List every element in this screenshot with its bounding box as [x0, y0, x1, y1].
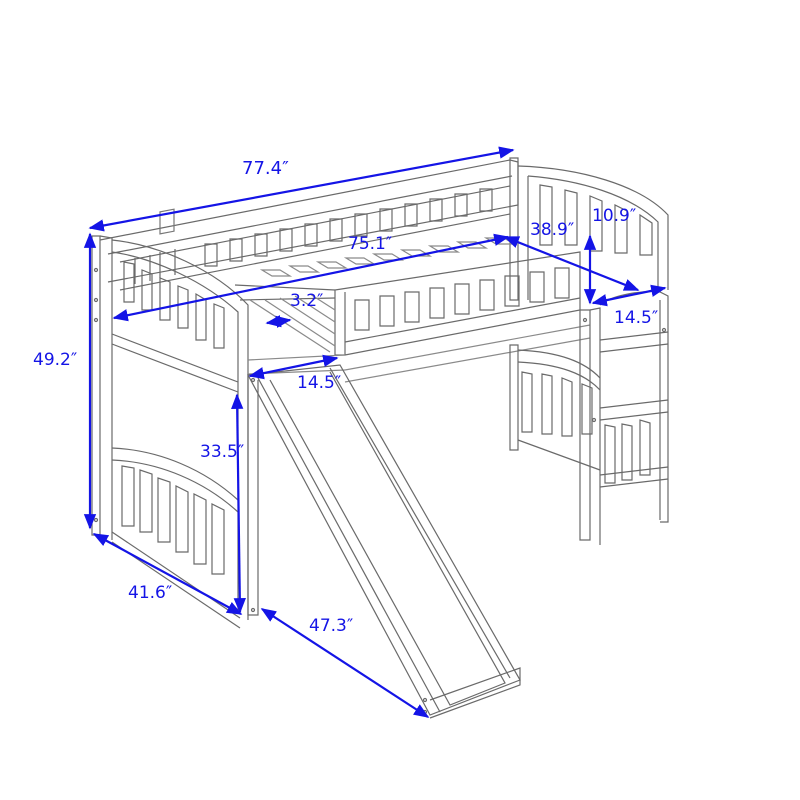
dim-line-ladder-width	[591, 284, 667, 307]
dimension-lines	[83, 146, 667, 718]
dim-line-overall-width	[92, 533, 243, 615]
right-lower-structure	[509, 344, 601, 471]
dim-line-inner-width	[503, 235, 640, 292]
label-guardrail-height: 10.9″	[592, 206, 637, 226]
ladder	[579, 291, 669, 545]
label-inner-length: 75.1″	[348, 234, 393, 254]
dim-line-overall-length	[88, 146, 515, 232]
dim-line-slat-gap	[265, 315, 292, 328]
label-overall-height: 49.2″	[33, 350, 78, 370]
dim-line-slide-opening	[248, 354, 339, 380]
label-overall-length: 77.4″	[242, 158, 289, 179]
dim-line-inner-length	[112, 233, 510, 322]
label-slide-opening-width: 14.5″	[297, 373, 342, 393]
label-ladder-width: 14.5″	[614, 308, 659, 328]
label-overall-width: 41.6″	[128, 583, 173, 603]
label-slide-length: 47.3″	[309, 616, 354, 636]
label-slat-gap: 3.2″	[290, 291, 324, 311]
slide	[247, 364, 521, 719]
dim-line-slide-length	[260, 608, 430, 718]
label-under-bed-clearance: 33.5″	[200, 442, 245, 462]
label-inner-width: 38.9″	[530, 220, 575, 240]
back-guardrail	[99, 159, 519, 291]
